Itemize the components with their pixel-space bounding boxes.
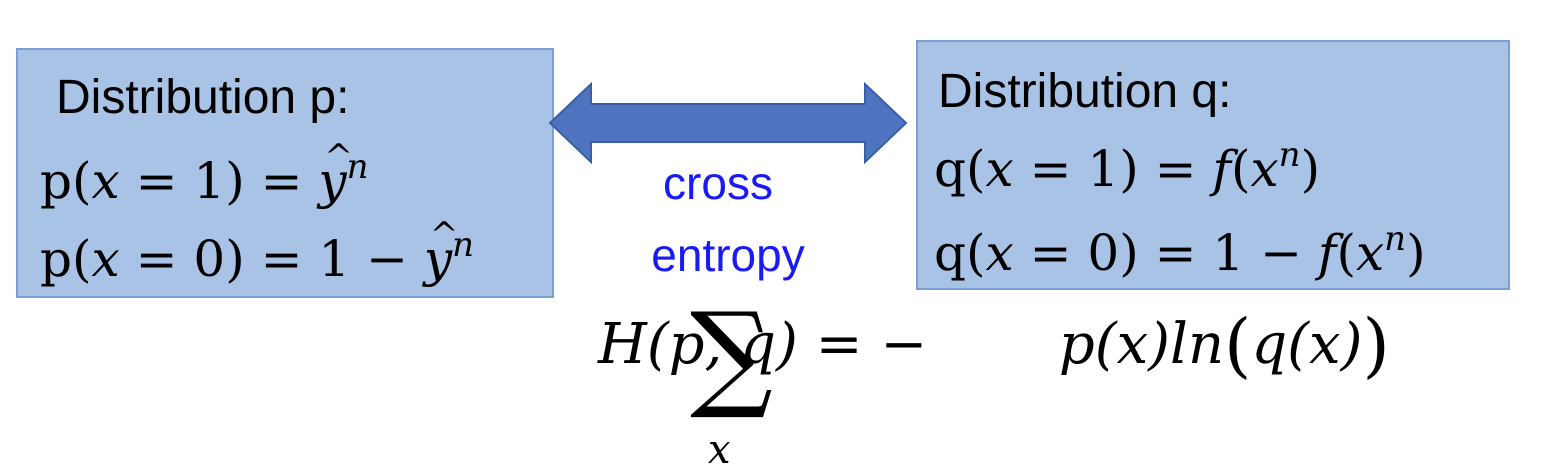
p-eq1-rest: = 1) =: [119, 152, 319, 210]
entropy-label: entropy: [651, 229, 805, 281]
p-arg: x: [91, 230, 120, 288]
q-func: q: [934, 140, 967, 198]
y-hat: y: [318, 140, 353, 206]
q-x-equals-1-equation: q(x = 1) = f(xn): [934, 135, 1321, 198]
formula-rhs-a: p(x)ln: [1058, 312, 1225, 377]
p-func: p: [40, 152, 73, 210]
distribution-p-title: Distribution p:: [56, 71, 350, 124]
f-func: f: [1212, 140, 1231, 198]
p-x-equals-1-equation: p(x = 1) = yn: [40, 140, 369, 206]
q-x-equals-0-equation: q(x = 0) = 1 − f(xn): [934, 219, 1426, 282]
q-arg: x: [985, 140, 1014, 198]
x-var: x: [1250, 140, 1279, 198]
formula-rhs-b: q(x): [1251, 312, 1363, 377]
distribution-q-title: Distribution q:: [938, 65, 1232, 118]
distribution-p-box: Distribution p: p(x = 1) = yn p(x = 0) =…: [16, 48, 554, 298]
summation-index: x: [708, 427, 731, 473]
p-eq2-rest: = 0) = 1 −: [119, 230, 424, 288]
superscript-n: n: [1384, 219, 1407, 259]
distribution-q-box: Distribution q: q(x = 1) = f(xn) q(x = 0…: [916, 40, 1510, 290]
q-func: q: [934, 224, 967, 282]
double-headed-arrow-icon: [548, 82, 908, 164]
q-eq1-rest: = 1) =: [1013, 140, 1213, 198]
p-arg: x: [91, 152, 120, 210]
cross-label: cross: [663, 157, 773, 209]
f-func: f: [1317, 224, 1337, 282]
p-x-equals-0-equation: p(x = 0) = 1 − yn: [40, 218, 474, 284]
p-func: p: [40, 230, 73, 288]
cross-entropy-formula: H(p, q) = − p(x)ln(q(x)): [598, 304, 1390, 386]
q-eq2-rest: = 0) = 1 −: [1013, 224, 1318, 282]
q-arg: x: [985, 224, 1014, 282]
y-hat: y: [424, 218, 459, 284]
x-var: x: [1355, 224, 1385, 282]
formula-lhs: H(p, q) = −: [598, 312, 928, 377]
summation-symbol: ∑: [690, 288, 773, 423]
superscript-n: n: [1278, 135, 1301, 175]
